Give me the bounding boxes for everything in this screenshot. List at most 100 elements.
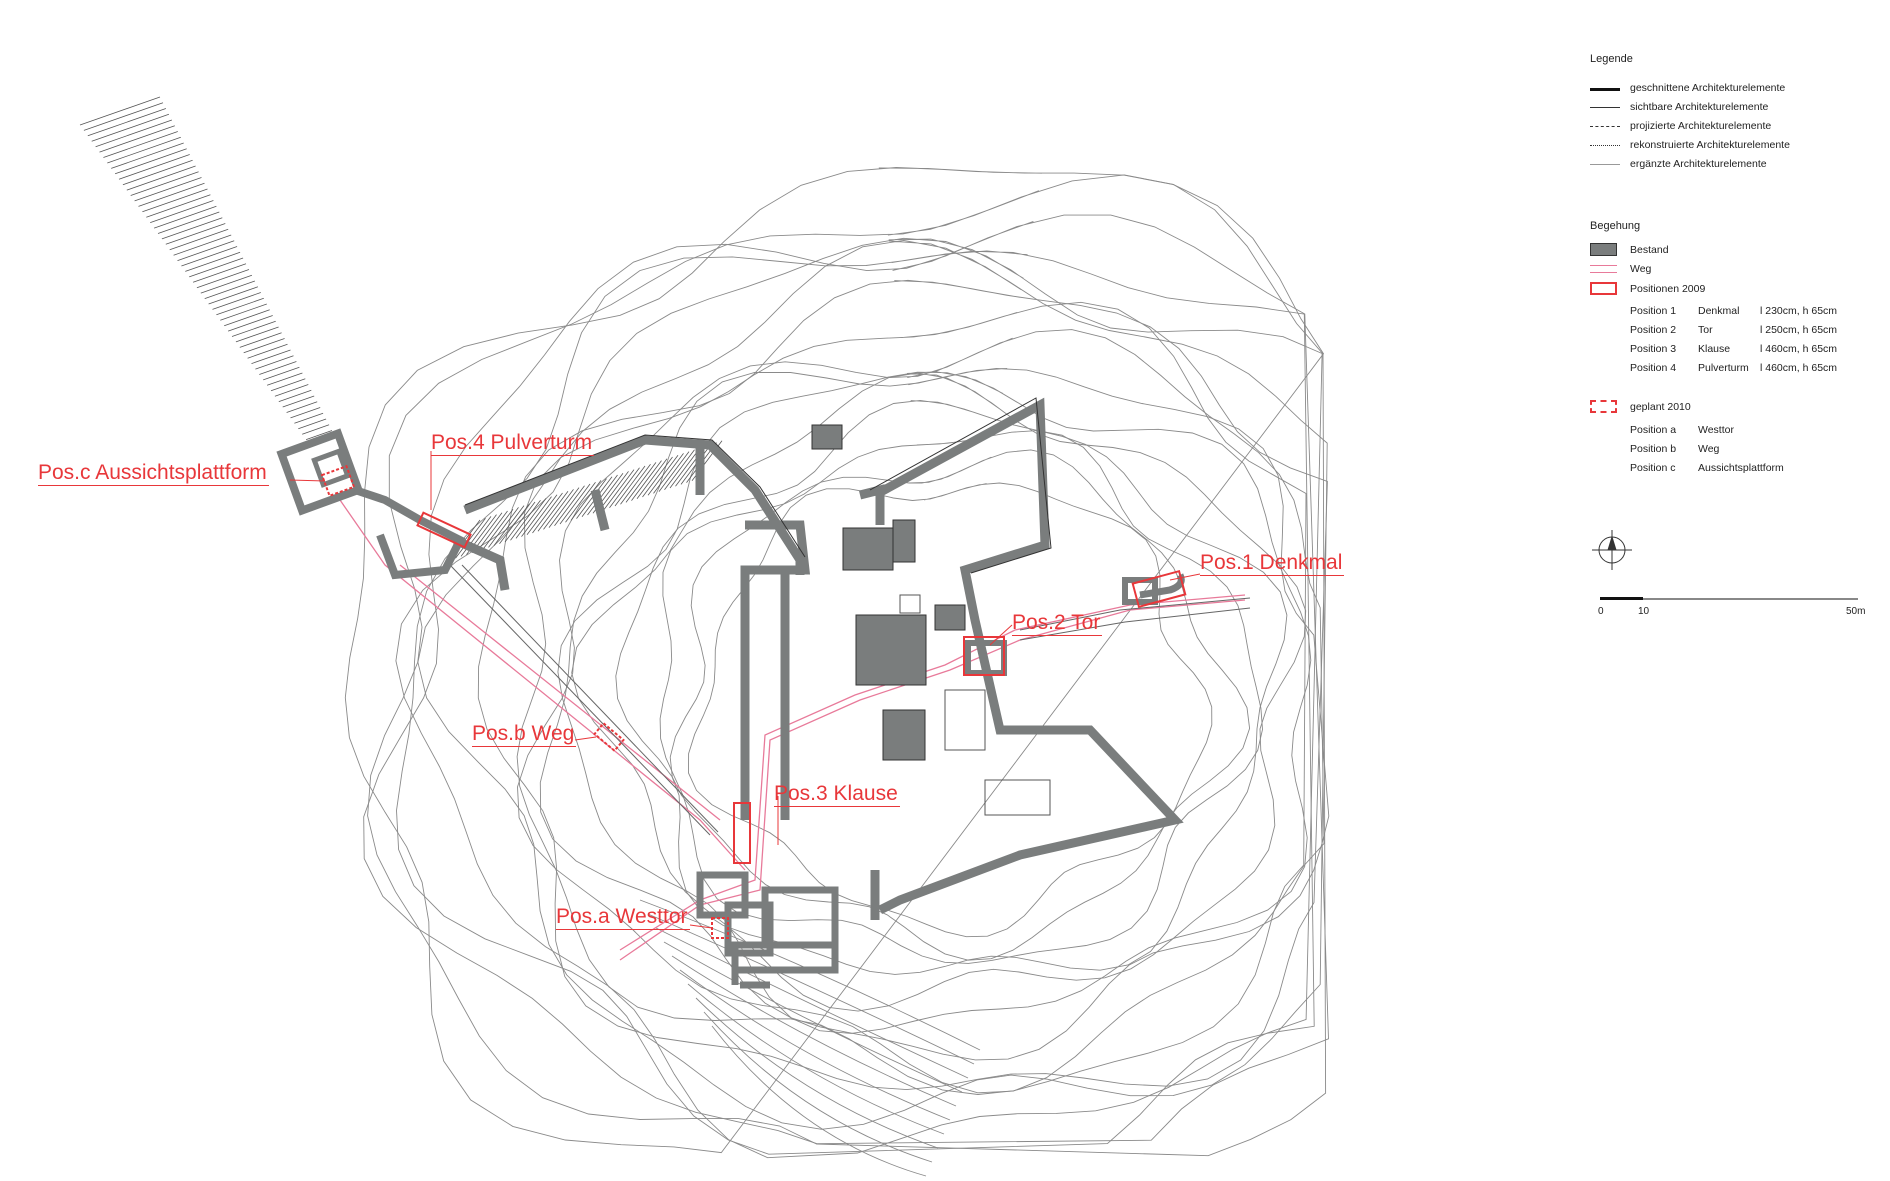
hatch-line [270,378,306,392]
contour-line [539,367,1330,1061]
hatch-line [548,487,580,528]
scale-label-0: 0 [1598,606,1604,617]
marker-pos-2 [963,636,1005,676]
hatch-line [488,507,519,548]
hatch-line [609,467,640,509]
hatch-line [95,119,173,148]
hatch-line [224,309,270,327]
hatch-line [636,458,668,500]
contour-line [695,997,939,1149]
hatch-line [83,102,164,131]
marker-pos-3 [733,802,751,864]
hatch-line [559,483,591,525]
label-pos-2: Pos.2 Tor [1012,611,1103,636]
hatch-line [118,154,190,180]
terrain-contours [344,167,1330,1177]
hatch-line [169,228,229,251]
legend-line-label: rekonstruierte Architekturelemente [1630,139,1790,151]
north-arrow [1592,530,1632,570]
hatch-line [138,182,205,207]
legend-line-label: geschnittene Architekturelemente [1630,82,1786,94]
hatch-line [212,292,261,310]
hatch-line [227,315,273,332]
hatch-line [79,96,161,126]
marker-pos-1 [1131,569,1187,609]
contour-line [669,449,1251,961]
hatch-line [150,200,214,223]
hatch-line [243,338,285,354]
contour-line [367,174,1327,1157]
swatch-bestand [1590,243,1617,256]
hatch-line [294,412,324,424]
legend-line-label: projizierte Architekturelemente [1630,120,1772,132]
contour-line [395,237,1323,1159]
light-structures [899,594,1051,816]
contour-line [557,371,1312,1034]
fortress-walls [453,397,1184,920]
hatch-line [526,494,558,536]
legend-title: Legende [1590,53,1633,65]
westtor-complex [696,871,839,989]
legend-line-cut: geschnittene Architekturelemente [1590,82,1890,96]
hatch-line [647,454,679,496]
legend-line-added: ergänzte Architekturelemente [1590,158,1890,172]
hatch-line [99,125,175,153]
begehung-title: Begehung [1590,220,1641,232]
hatch-line [521,496,552,537]
visitor-path [339,499,1246,961]
swatch-geplant-2010 [1590,400,1617,413]
legend-geplant-2010: geplant 2010 [1630,401,1691,413]
hatch-line [263,366,300,381]
hatch-line [658,451,690,492]
legend-line-projected: projizierte Architekturelemente [1590,120,1890,134]
marker-pos-4 [416,511,472,549]
building [934,604,966,631]
contour-line [659,430,1263,964]
legend-line-visible: sichtbare Architekturelemente [1590,101,1890,115]
legend-line-reconstructed: rekonstruierte Architekturelemente [1590,139,1890,153]
hatch-line [192,263,247,283]
hatch-line [286,401,318,413]
hatch-line [274,384,309,397]
hatch-line [305,430,333,440]
west-tower [276,428,466,580]
hatch-line [251,349,291,364]
hatch-line [620,463,651,505]
hatch-line [282,395,315,408]
hatch-line [204,280,256,299]
contour-line [647,913,975,1065]
label-pos-1: Pos.1 Denkmal [1200,551,1345,576]
hatch-line [266,372,303,386]
scale-bar [1600,597,1858,600]
access-road [449,564,1251,836]
hatch-line [477,510,508,552]
legend-positionen-2009: Positionen 2009 [1630,283,1706,295]
hatch-line [107,136,181,164]
legend-line-label: ergänzte Architekturelemente [1630,158,1767,170]
contour-line [516,301,1307,1095]
contour-line [417,239,1328,1130]
contour-line [679,969,951,1121]
scale-label-50: 50m [1846,606,1866,617]
slope-hatching [79,96,723,561]
swatch-positionen-2009 [1590,282,1617,295]
building [842,527,894,571]
contour-line [711,1025,927,1177]
hatch-line [153,205,217,229]
hatch-line [146,194,211,218]
hatch-line [122,159,193,186]
building [811,424,843,450]
hatch-line [185,251,241,272]
hatch-line [173,234,232,256]
label-pos-3: Pos.3 Klause [774,782,900,807]
legend-line-label: sichtbare Architekturelemente [1630,101,1769,113]
hatch-line [302,424,330,435]
hatch-line [482,508,514,550]
hatch-line [537,490,569,532]
hatch-line [455,517,486,559]
hatch-line [576,478,607,519]
contour-line [363,214,1329,1145]
hatch-line [259,361,297,375]
hatch-line [216,297,264,316]
